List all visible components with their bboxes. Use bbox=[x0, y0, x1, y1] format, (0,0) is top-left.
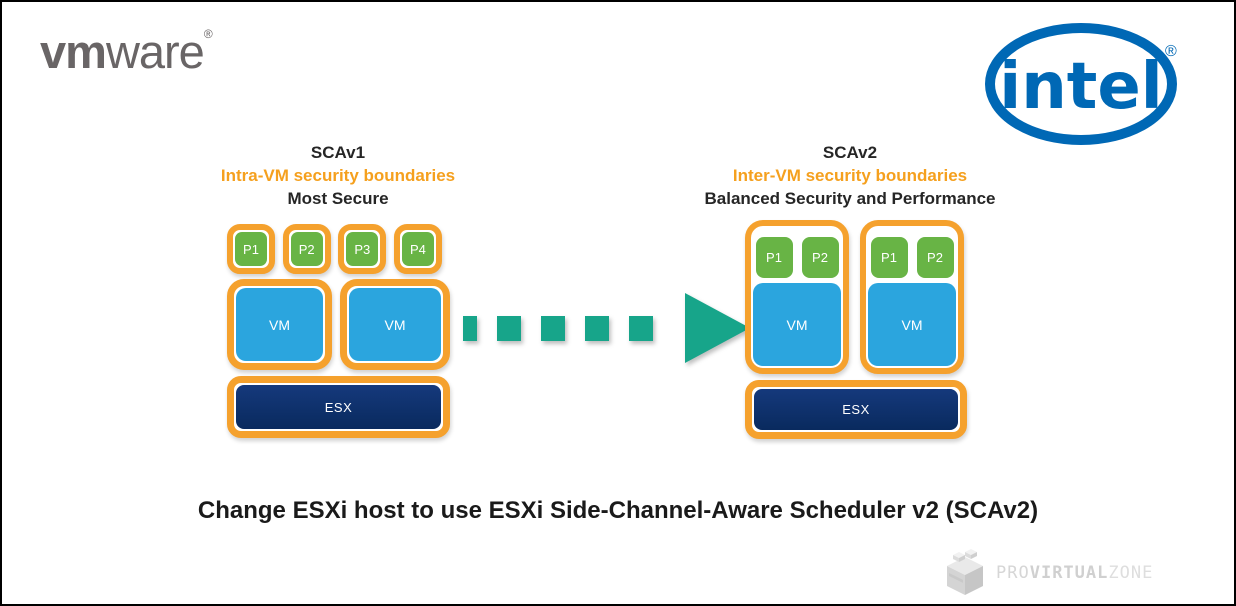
caption: Change ESXi host to use ESXi Side-Channe… bbox=[197, 497, 1039, 524]
arrow-dash bbox=[497, 315, 521, 341]
lego-cube-icon bbox=[947, 549, 983, 595]
arrow-dash bbox=[629, 315, 653, 341]
processor-label: P1 bbox=[235, 232, 267, 266]
vmware-logo-vm: vm bbox=[40, 25, 107, 78]
scav1-header: SCAv1 Intra-VM security boundaries Most … bbox=[168, 141, 508, 210]
processor-label: P1 bbox=[755, 237, 793, 278]
scav1-processor-box-p2: P2 bbox=[282, 224, 331, 274]
scav1-esx-box: ESX bbox=[227, 376, 450, 438]
intel-swoosh-ellipse bbox=[985, 23, 1177, 145]
scav1-processor-box-p4: P4 bbox=[393, 224, 442, 274]
processor-label: P3 bbox=[346, 232, 379, 266]
scav2-vm-group-2: P1 P2 VM bbox=[860, 220, 964, 374]
processor-label: P2 bbox=[290, 232, 323, 266]
scav2-esx-box: ESX bbox=[745, 380, 967, 439]
arrow-dash bbox=[585, 315, 609, 341]
pvz-pro: PRO bbox=[996, 563, 1030, 583]
processor-label: P2 bbox=[801, 237, 839, 278]
scav1-processor-box-p3: P3 bbox=[338, 224, 387, 274]
vmware-registered-mark: ® bbox=[203, 27, 213, 41]
pvz-virtual: VIRTUAL bbox=[1029, 563, 1109, 583]
intel-registered-mark: ® bbox=[1165, 43, 1177, 60]
scav2-tagline: Balanced Security and Performance bbox=[704, 189, 996, 208]
scav1-subtitle: Intra-VM security boundaries bbox=[220, 166, 456, 185]
scav2-title: SCAv2 bbox=[822, 143, 878, 162]
esx-label: ESX bbox=[236, 385, 441, 429]
scav1-tagline: Most Secure bbox=[287, 189, 389, 208]
scav2-group1-processor-row: P1 P2 bbox=[753, 237, 841, 278]
scav2-vm-group-1: P1 P2 VM bbox=[745, 220, 849, 374]
processor-label: P4 bbox=[401, 232, 434, 266]
intel-logo-text: intel bbox=[999, 50, 1162, 124]
vmware-logo-ware: ware bbox=[105, 25, 205, 78]
vm-label: VM bbox=[868, 283, 956, 366]
arrow-dash bbox=[541, 315, 565, 341]
pvz-zone: ZONE bbox=[1108, 563, 1154, 583]
scav1-vm-box-2: VM bbox=[340, 279, 450, 370]
scav1-vm-box-1: VM bbox=[227, 279, 332, 370]
scav2-diagram: P1 P2 VM P1 P2 VM ESX bbox=[745, 220, 967, 439]
vm-label: VM bbox=[753, 283, 841, 366]
provirtualzone-text: PROVIRTUALZONE bbox=[996, 563, 1153, 583]
scav1-diagram: P1 P2 P3 P4 VM VM ESX bbox=[227, 224, 450, 438]
scav2-subtitle: Inter-VM security boundaries bbox=[732, 166, 968, 185]
scav2-header: SCAv2 Inter-VM security boundaries Balan… bbox=[680, 141, 1020, 210]
intel-logo: intel ® bbox=[985, 20, 1185, 148]
scav2-vm-groups: P1 P2 VM P1 P2 VM bbox=[745, 220, 967, 374]
arrow-dash bbox=[463, 315, 477, 341]
vm-label: VM bbox=[236, 288, 323, 361]
esx-label: ESX bbox=[754, 389, 958, 430]
scav1-processor-row: P1 P2 P3 P4 bbox=[227, 224, 442, 274]
arrow-head-icon bbox=[685, 293, 750, 363]
intel-logo-svg: intel ® bbox=[985, 23, 1177, 145]
vm-label: VM bbox=[349, 288, 441, 361]
scav1-processor-box-p1: P1 bbox=[227, 224, 275, 274]
transition-arrow bbox=[463, 293, 750, 363]
processor-label: P1 bbox=[870, 237, 908, 278]
vmware-logo: vmware® bbox=[40, 26, 213, 78]
scav2-group2-processor-row: P1 P2 bbox=[868, 237, 956, 278]
scav1-vm-row: VM VM bbox=[227, 279, 450, 370]
provirtualzone-logo: PROVIRTUALZONE bbox=[943, 549, 1153, 597]
scav1-title: SCAv1 bbox=[310, 143, 366, 162]
processor-label: P2 bbox=[916, 237, 954, 278]
